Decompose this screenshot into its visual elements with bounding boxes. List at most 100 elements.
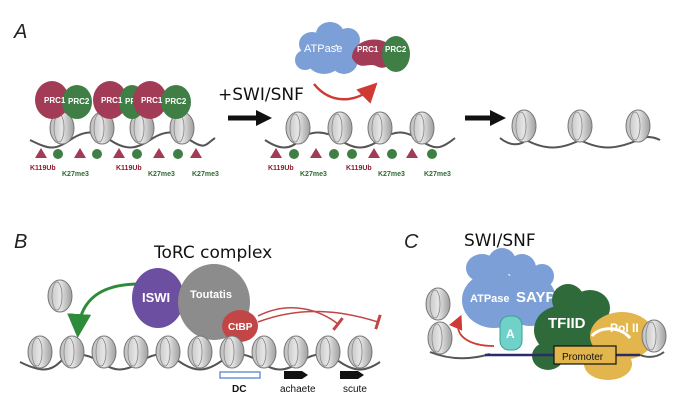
transition-arrow-icon <box>465 110 506 126</box>
prc1-label: PRC1 <box>44 96 66 105</box>
panel-b-letter: B <box>14 231 27 253</box>
prc-complex: PRC1 PRC2 <box>35 81 92 119</box>
histone-marks-left <box>35 148 202 159</box>
nucleosome <box>251 335 277 369</box>
a-subunit: A <box>499 315 523 351</box>
k119ub-label: K119Ub <box>268 165 294 172</box>
dc-element-box <box>219 371 261 379</box>
dc-label: DC <box>232 384 246 395</box>
k27me3-mark-icon <box>427 149 437 159</box>
evicted-prc-complex: PRC1 PRC2 <box>352 36 410 72</box>
nucleosome <box>315 335 341 369</box>
nucleosome <box>409 111 435 145</box>
evicted-nucleosome <box>425 287 451 321</box>
nucleosome <box>91 335 117 369</box>
nucleosome <box>347 335 373 369</box>
promoter-box <box>553 345 617 365</box>
nucleosome <box>27 335 53 369</box>
k27me3-mark-icon <box>173 149 183 159</box>
k27me3-mark-icon <box>92 149 102 159</box>
prc2-blob <box>62 85 92 119</box>
nucleosome <box>59 335 85 369</box>
nucleosome-eviction-arrow-icon <box>449 314 495 347</box>
torc-complex-title: ToRC complex <box>153 243 272 263</box>
achaete-gene-icon <box>284 371 308 379</box>
prc2-label: PRC2 <box>385 45 407 54</box>
iswi-label: ISWI <box>142 290 170 305</box>
panel-c-letter: C <box>404 231 419 253</box>
promoter-label: Promoter <box>562 352 604 363</box>
prc2-blob <box>382 36 410 72</box>
prc1-blob <box>352 39 393 68</box>
k27me3-label: K27me3 <box>424 171 451 178</box>
ctbp-protein: CtBP <box>222 310 258 342</box>
prc1-label: PRC1 <box>101 96 123 105</box>
sayp-label: SAYP <box>516 289 555 306</box>
k27me3-mark-icon <box>329 149 339 159</box>
k119ub-mark-icon <box>406 148 418 158</box>
prc1-blob <box>93 81 127 119</box>
panel-a-middle-chromatin <box>264 111 456 149</box>
panel-a-left-chromatin <box>29 111 216 149</box>
k27me3-label: K27me3 <box>300 171 327 178</box>
k27me3-mark-icon <box>53 149 63 159</box>
repression-arrow-icon <box>257 310 382 330</box>
nucleosome <box>427 321 453 355</box>
k119ub-mark-icon <box>310 148 322 158</box>
dna-strand <box>429 351 491 360</box>
detached-nucleosome <box>47 279 73 313</box>
panel-a-right-chromatin <box>499 109 661 149</box>
achaete-label: achaete <box>280 384 316 395</box>
nucleosome <box>155 335 181 369</box>
repression-arrow-icon <box>257 307 344 331</box>
ctbp-label: CtBP <box>228 322 253 333</box>
atpase-label: ATPase <box>304 43 342 55</box>
tfiid-label: TFIID <box>548 315 586 332</box>
eviction-arrow-icon <box>313 82 378 104</box>
k27me3-label: K27me3 <box>192 171 219 178</box>
panel-a-letter: A <box>13 21 27 43</box>
k119ub-mark-icon <box>190 148 202 158</box>
transition-arrow-icon <box>228 110 272 126</box>
nucleosome <box>641 319 667 353</box>
nucleosome <box>327 111 353 145</box>
pol2-label: Pol II <box>610 321 639 335</box>
swi-snf-title: SWI/SNF <box>464 231 536 251</box>
nucleosome <box>567 109 593 143</box>
k27me3-label: K27me3 <box>62 171 89 178</box>
k119ub-mark-icon <box>113 148 125 158</box>
a-subunit-label: A <box>506 327 515 341</box>
prc2-label: PRC2 <box>165 97 187 106</box>
k119ub-label: K119Ub <box>346 165 372 172</box>
prc2-blob <box>161 85 191 119</box>
prc-complex: PRC1 PRC2 <box>133 81 191 119</box>
k119ub-mark-icon <box>74 148 86 158</box>
prc1-blob <box>133 81 167 119</box>
prc1-label: PRC1 <box>357 45 379 54</box>
prc1-blob <box>35 81 69 119</box>
nucleosome <box>283 335 309 369</box>
swi-snf-treatment-label: +SWI/SNF <box>218 85 304 105</box>
nucleosome <box>367 111 393 145</box>
k27me3-label: K27me3 <box>148 171 175 178</box>
histone-marks-middle <box>270 148 437 159</box>
k119ub-mark-icon <box>368 148 380 158</box>
atpase-complex: ATPase <box>295 22 360 74</box>
k119ub-mark-icon <box>153 148 165 158</box>
scute-gene-icon <box>340 371 364 379</box>
nucleosome <box>625 109 651 143</box>
k27me3-mark-icon <box>289 149 299 159</box>
k119ub-mark-icon <box>270 148 282 158</box>
nucleosome <box>285 111 311 145</box>
iswi-protein: ISWI <box>132 268 184 328</box>
nucleosome-deposition-arrow-icon <box>67 282 141 338</box>
nucleosome <box>123 335 149 369</box>
swi-snf-complex: ATPase SAYP <box>462 248 556 328</box>
nucleosome <box>219 335 245 369</box>
k119ub-label: K119Ub <box>116 165 142 172</box>
k27me3-label: K27me3 <box>378 171 405 178</box>
dna-strand <box>639 351 665 358</box>
panel-b-chromatin <box>19 335 381 371</box>
k119ub-mark-icon <box>35 148 47 158</box>
